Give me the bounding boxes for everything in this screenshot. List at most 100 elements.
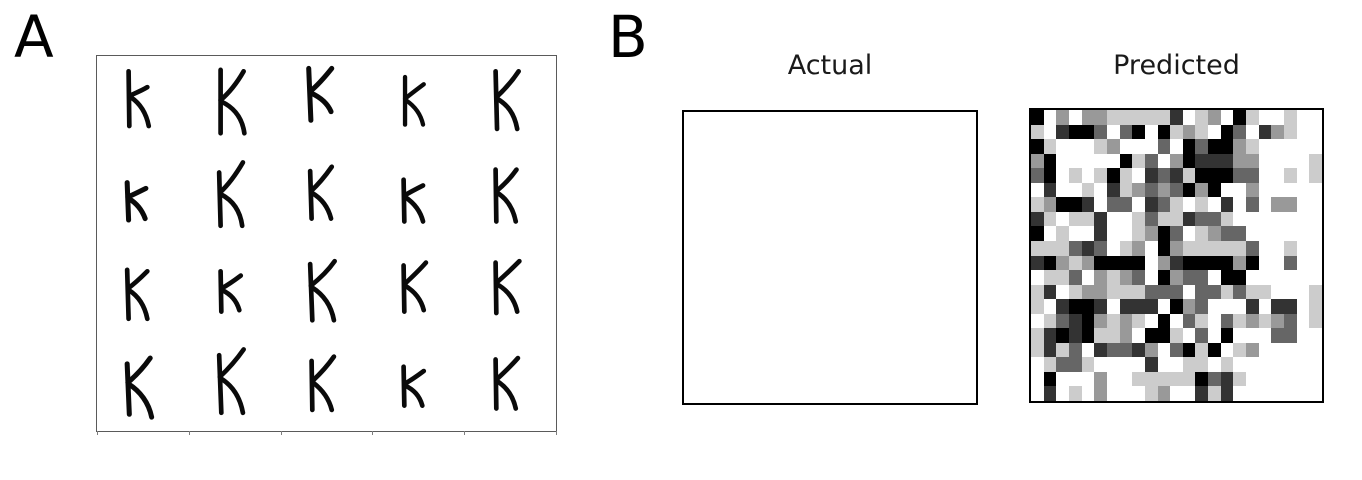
heatmap-cell <box>1309 342 1322 358</box>
handwritten-character-K-glyph <box>217 269 243 315</box>
heatmap-cell <box>1043 168 1057 183</box>
heatmap-cell <box>1296 357 1310 372</box>
heatmap-cell <box>1068 386 1082 401</box>
glyph-stroke <box>403 81 427 101</box>
heatmap-cell <box>1170 124 1183 140</box>
heatmap-cell <box>1309 328 1322 343</box>
heatmap-cell <box>1195 386 1209 401</box>
character-sample-cell <box>464 244 556 338</box>
heatmap-cell <box>1258 240 1272 256</box>
heatmap-cell <box>1157 226 1171 241</box>
heatmap-cell <box>1296 197 1310 212</box>
heatmap-cell <box>1043 139 1057 154</box>
character-sample-cell <box>189 244 281 338</box>
heatmap-cell <box>1144 139 1158 154</box>
heatmap-cell <box>1208 371 1221 387</box>
heatmap-cell <box>1309 240 1322 256</box>
heatmap-cell <box>1068 139 1082 154</box>
heatmap-cell <box>1233 197 1247 212</box>
panel-label-b: B <box>608 3 648 71</box>
character-sample-cell <box>189 56 281 150</box>
heatmap-cell <box>1284 255 1297 271</box>
heatmap-cell <box>1208 386 1221 401</box>
heatmap-cell <box>1157 255 1171 271</box>
heatmap-cell <box>1094 226 1107 241</box>
handwritten-character-K-glyph <box>401 177 426 224</box>
heatmap-cell <box>1119 313 1133 329</box>
heatmap-cell <box>1233 313 1247 329</box>
heatmap-cell <box>1220 124 1234 140</box>
heatmap-cell <box>1031 168 1044 183</box>
heatmap-cell <box>1144 284 1158 300</box>
heatmap-cell <box>1106 328 1120 343</box>
glyph-stroke <box>217 347 246 380</box>
heatmap-cell <box>1220 197 1234 212</box>
heatmap-cell <box>1132 342 1145 358</box>
heatmap-cell <box>1144 299 1158 314</box>
heatmap-cell <box>1081 342 1095 358</box>
heatmap-cell <box>1119 197 1133 212</box>
heatmap-cell <box>1094 197 1107 212</box>
heatmap-cell <box>1157 328 1171 343</box>
heatmap-cell <box>1208 240 1221 256</box>
heatmap-cell <box>1220 168 1234 183</box>
heatmap-cell <box>1195 342 1209 358</box>
heatmap-cell <box>1094 240 1107 256</box>
handwritten-character-K-glyph <box>401 364 427 409</box>
heatmap-cell <box>1309 299 1322 314</box>
heatmap-cell <box>1068 270 1082 285</box>
glyph-stroke <box>402 283 427 313</box>
glyph-stroke <box>217 191 245 228</box>
glyph-stroke <box>401 177 407 224</box>
heatmap-cell <box>1094 182 1107 198</box>
heatmap-cell <box>1068 328 1082 343</box>
heatmap-cell <box>1284 124 1297 140</box>
heatmap-cell <box>1157 168 1171 183</box>
heatmap-cell <box>1296 270 1310 285</box>
glyph-stroke <box>216 352 224 416</box>
heatmap-cell <box>1208 255 1221 271</box>
heatmap-cell <box>1170 211 1183 227</box>
heatmap-cell <box>1271 226 1285 241</box>
heatmap-cell <box>1144 168 1158 183</box>
heatmap-cell <box>1258 270 1272 285</box>
heatmap-cell <box>1258 255 1272 271</box>
character-sample-cell <box>372 244 464 338</box>
heatmap-cell <box>1233 211 1247 227</box>
heatmap-cell <box>1220 284 1234 300</box>
heatmap-cell <box>1182 299 1196 314</box>
heatmap-cell <box>1056 255 1069 271</box>
heatmap-cell <box>1220 110 1234 125</box>
handwritten-character-K-glyph <box>217 67 247 136</box>
heatmap-cell <box>1258 139 1272 154</box>
heatmap-cell <box>1220 313 1234 329</box>
heatmap-cell <box>1195 110 1209 125</box>
handwritten-character-K-glyph <box>216 159 245 228</box>
heatmap-cell <box>1119 357 1133 372</box>
heatmap-cell <box>1220 299 1234 314</box>
glyph-stroke <box>308 262 316 323</box>
heatmap-cell <box>1119 328 1133 343</box>
heatmap-cell <box>1296 124 1310 140</box>
glyph-stroke <box>218 99 247 136</box>
heatmap-cell <box>1119 386 1133 401</box>
heatmap-cell <box>1081 284 1095 300</box>
heatmap-cell <box>1157 153 1171 169</box>
heatmap-cell <box>1208 313 1221 329</box>
heatmap-cell <box>1195 371 1209 387</box>
heatmap-cell <box>1157 386 1171 401</box>
heatmap-cell <box>1296 153 1310 169</box>
heatmap-cell <box>1284 270 1297 285</box>
glyph-stroke <box>494 282 520 315</box>
heatmap-cell <box>1157 284 1171 300</box>
heatmap-cell <box>1157 299 1171 314</box>
heatmap-cell <box>1220 226 1234 241</box>
heatmap-cell <box>1271 182 1285 198</box>
heatmap-cell <box>1220 240 1234 256</box>
glyph-stroke <box>494 96 520 132</box>
heatmap-cell <box>1170 270 1183 285</box>
heatmap-cell <box>1271 211 1285 227</box>
heatmap-cell <box>1132 182 1145 198</box>
heatmap-cell <box>1068 168 1082 183</box>
heatmap-cell <box>1182 328 1196 343</box>
